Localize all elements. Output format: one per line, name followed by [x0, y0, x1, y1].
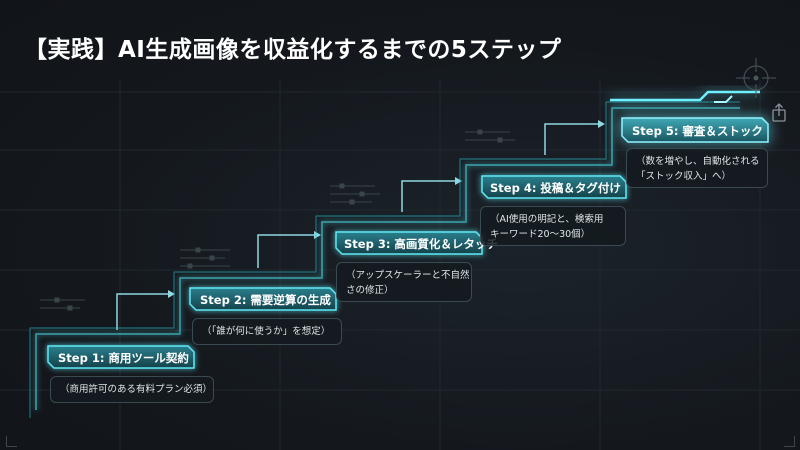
step-desc-5-line-2: 「ストック収入」へ）	[636, 171, 732, 182]
top-flare	[610, 90, 760, 103]
staircase-outline	[29, 101, 740, 418]
page-title: 【実践】AI生成画像を収益化するまでの5ステップ	[24, 37, 562, 63]
step-desc-2: （「誰が何に使うか」を想定）	[192, 318, 342, 345]
step-bar-4	[481, 175, 627, 199]
step-label-4: Step 4: 投稿＆タグ付け	[490, 181, 621, 195]
share-icon	[772, 103, 786, 122]
step-bars	[47, 117, 769, 369]
step-label-5: Step 5: 審査＆ストック	[632, 124, 763, 138]
background-grid	[0, 80, 800, 450]
step-bar-5	[621, 117, 769, 143]
step-desc-4: （AI使用の明記と、検索用 キーワード20〜30個）	[480, 206, 626, 246]
connector-arrows	[116, 120, 605, 330]
step-desc-4-line-1: （AI使用の明記と、検索用	[490, 214, 604, 225]
step-desc-5: （数を増やし、自動化される 「ストック収入」へ）	[626, 148, 768, 188]
crosshair-icon	[736, 58, 776, 98]
step-desc-3-line-1: （アップスケーラーと不自然	[346, 270, 470, 281]
step-bar-2	[189, 287, 337, 311]
step-bar-3	[335, 231, 483, 255]
step-desc-1-line-1: （商用許可のある有料プラン必須）	[60, 384, 213, 395]
step-desc-4-line-2: キーワード20〜30個）	[490, 229, 591, 240]
step-bar-1	[47, 345, 195, 369]
step-label-3: Step 3: 高画質化＆レタッチ	[344, 237, 498, 251]
corner-bracket-bottom-right	[784, 436, 795, 447]
step-desc-3: （アップスケーラーと不自然 さの修正）	[336, 262, 472, 302]
step-desc-5-line-1: （数を増やし、自動化される	[636, 156, 760, 167]
step-label-2: Step 2: 需要逆算の生成	[200, 293, 331, 307]
step-desc-1: （商用許可のある有料プラン必須）	[50, 376, 214, 403]
corner-bracket-bottom-left	[6, 436, 17, 447]
decorative-marks	[40, 129, 515, 311]
step-label-1: Step 1: 商用ツール契約	[58, 351, 189, 365]
step-desc-2-line-1: （「誰が何に使うか」を想定）	[202, 326, 331, 337]
step-desc-3-line-2: さの修正）	[346, 285, 394, 296]
